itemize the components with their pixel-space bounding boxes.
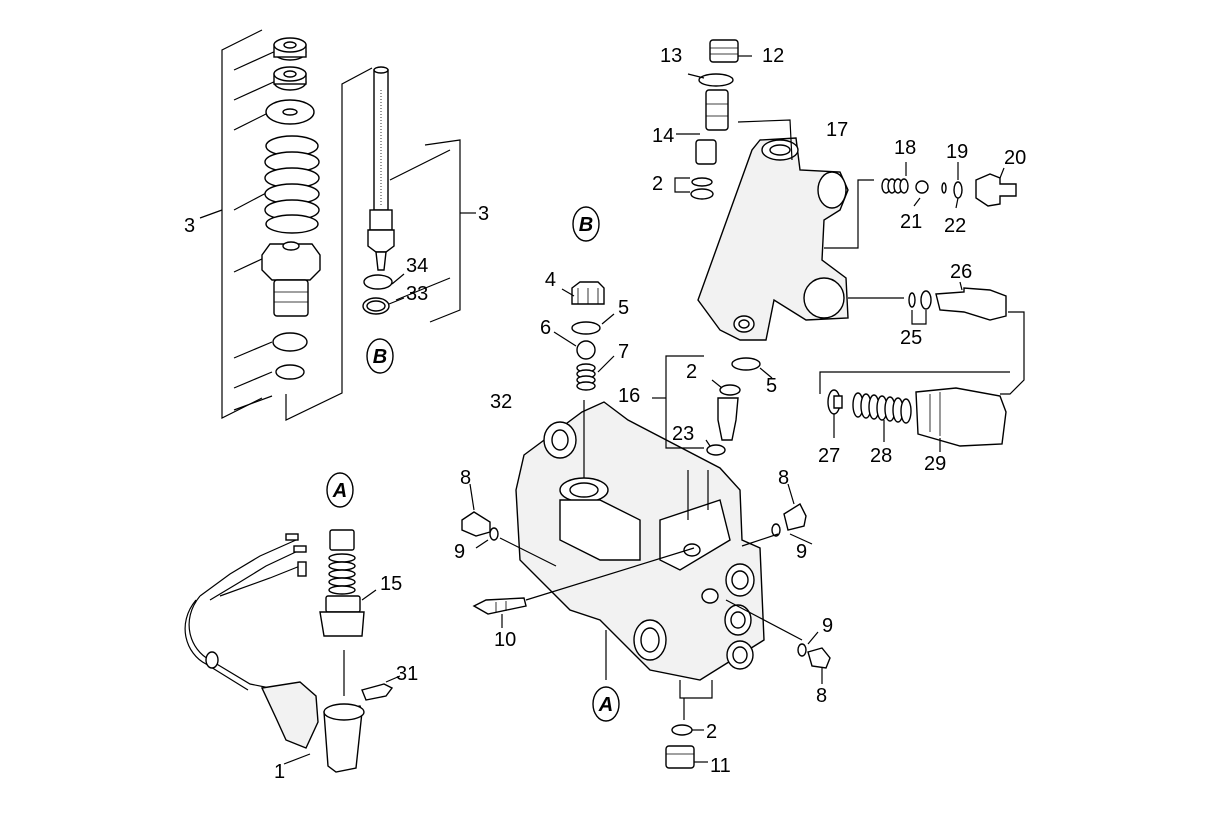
label-8-left: 8 (460, 467, 471, 489)
label-31: 31 (396, 663, 418, 685)
regulator-parts (827, 387, 1007, 452)
spring (264, 135, 320, 234)
label-34: 34 (406, 255, 428, 277)
check-valve-parts (819, 162, 1025, 395)
ref-b-bottom (366, 338, 394, 374)
label-15: 15 (380, 573, 402, 595)
label-2-bottom: 2 (706, 721, 717, 743)
label-3-left: 3 (184, 215, 195, 237)
label-7: 7 (618, 341, 629, 363)
plugs-and-bolts (461, 483, 831, 769)
ref-a-bottom-label: A (598, 694, 613, 716)
label-8-bottom: 8 (816, 685, 827, 707)
ref-b-bottom-label: B (373, 346, 387, 368)
label-27: 27 (818, 445, 840, 467)
ref-b-top (572, 206, 600, 242)
reference-markers: A A B B (326, 206, 620, 722)
part-labels: 3 3 34 33 4 5 6 7 32 13 12 14 2 17 18 19… (184, 45, 1026, 783)
label-22: 22 (944, 215, 966, 237)
pressure-switch (184, 529, 607, 773)
label-9-left: 9 (454, 541, 465, 563)
label-29: 29 (924, 453, 946, 475)
valve-b-stack (553, 281, 615, 391)
label-32: 32 (490, 391, 512, 413)
valve-assembly-left (199, 29, 321, 419)
label-14: 14 (652, 125, 674, 147)
valve-spring (576, 363, 596, 391)
label-2-top: 2 (652, 173, 663, 195)
label-1: 1 (274, 761, 285, 783)
label-9-bottom: 9 (822, 615, 833, 637)
ref-a-top-label: A (332, 480, 347, 502)
label-20: 20 (1004, 147, 1026, 169)
label-17: 17 (826, 119, 848, 141)
label-23: 23 (672, 423, 694, 445)
pump-housing (515, 400, 765, 720)
label-18: 18 (894, 137, 916, 159)
label-26: 26 (950, 261, 972, 283)
label-9-right: 9 (796, 541, 807, 563)
label-10: 10 (494, 629, 516, 651)
label-5-b: 5 (766, 375, 777, 397)
piston-assembly (285, 66, 476, 421)
spring-18 (881, 178, 909, 194)
ref-a-bottom (592, 686, 620, 722)
unloader-body (674, 39, 904, 341)
label-11: 11 (710, 755, 731, 777)
label-6: 6 (540, 317, 551, 339)
spring-28 (852, 392, 912, 424)
label-3-right: 3 (478, 203, 489, 225)
valve-16-parts (652, 355, 773, 456)
ref-a-top (326, 472, 354, 508)
label-21: 21 (900, 211, 922, 233)
label-19: 19 (946, 141, 968, 163)
label-25: 25 (900, 327, 922, 349)
label-12: 12 (762, 45, 784, 67)
spring-15 (328, 553, 356, 595)
ref-b-top-label: B (579, 214, 593, 236)
label-8-right: 8 (778, 467, 789, 489)
label-16: 16 (618, 385, 640, 407)
label-4: 4 (545, 269, 556, 291)
label-28: 28 (870, 445, 892, 467)
label-13: 13 (660, 45, 682, 67)
label-33: 33 (406, 283, 428, 305)
label-2-mid: 2 (686, 361, 697, 383)
label-5-a: 5 (618, 297, 629, 319)
